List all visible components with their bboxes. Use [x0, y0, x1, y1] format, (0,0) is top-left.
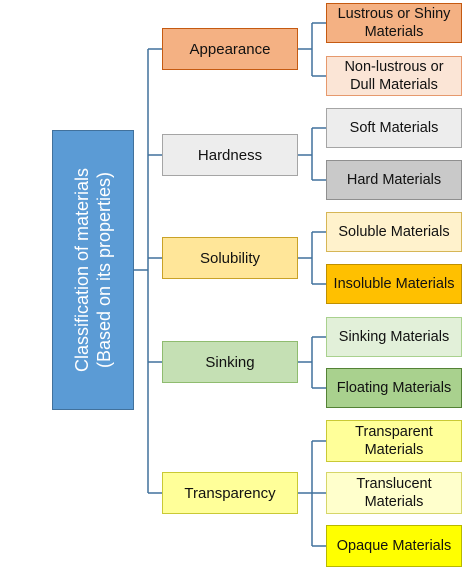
leaf-insoluble-materials: Insoluble Materials	[326, 264, 462, 304]
leaf-label-line: Materials	[364, 494, 424, 510]
leaf-label-line: Materials	[364, 24, 424, 40]
root-node: Classification of materials (Based on it…	[52, 130, 134, 410]
leaf-sinking-materials: Sinking Materials	[326, 317, 462, 357]
leaf-label-line: Lustrous or Shiny	[337, 6, 451, 22]
leaf-label-line: Materials	[364, 442, 424, 458]
category-transparency: Transparency	[162, 472, 298, 514]
leaf-label-line: Soft Materials	[349, 120, 439, 136]
category-label: Sinking	[205, 353, 255, 371]
leaf-label-line: Transparent	[355, 424, 433, 440]
leaf-hard-materials: Hard Materials	[326, 160, 462, 200]
category-label: Solubility	[199, 249, 261, 267]
leaf-non-lustrous-materials: Non-lustrous or Dull Materials	[326, 56, 462, 96]
leaf-label-line: Non-lustrous or	[344, 59, 444, 75]
leaf-label-line: Insoluble Materials	[333, 276, 455, 292]
category-solubility: Solubility	[162, 237, 298, 279]
root-label-line1: Classification of materials	[72, 167, 93, 373]
category-label: Hardness	[197, 146, 263, 164]
category-hardness: Hardness	[162, 134, 298, 176]
category-label: Appearance	[189, 40, 271, 58]
leaf-label-line: Opaque Materials	[336, 538, 452, 554]
root-label-line2: (Based on its properties)	[94, 171, 115, 369]
leaf-soft-materials: Soft Materials	[326, 108, 462, 148]
leaf-label-line: Soluble Materials	[338, 224, 450, 240]
category-sinking: Sinking	[162, 341, 298, 383]
leaf-label-line: Floating Materials	[336, 380, 452, 396]
leaf-soluble-materials: Soluble Materials	[326, 212, 462, 252]
category-label: Transparency	[184, 484, 276, 502]
leaf-opaque-materials: Opaque Materials	[326, 525, 462, 567]
leaf-label-line: Translucent	[356, 476, 432, 492]
leaf-label-line: Sinking Materials	[338, 329, 450, 345]
leaf-label-line: Hard Materials	[346, 172, 442, 188]
category-appearance: Appearance	[162, 28, 298, 70]
leaf-floating-materials: Floating Materials	[326, 368, 462, 408]
leaf-label-line: Dull Materials	[350, 77, 438, 93]
